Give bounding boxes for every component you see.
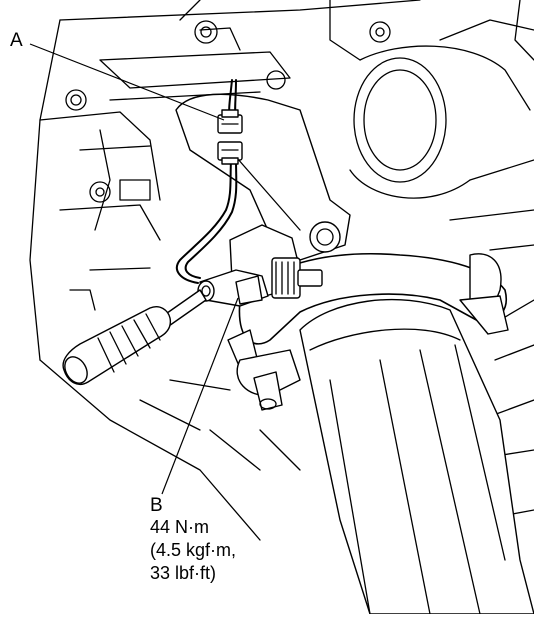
connector-a-upper [217,109,243,134]
wrench-handle [62,306,172,386]
torque-value-lbfft: 33 lbf·ft) [150,563,217,583]
torque-value-kgfm: (4.5 kgf·m, [150,540,237,560]
background-bolt-heads [65,20,391,203]
exhaust-pipe [299,298,534,615]
torque-value-nm: 44 N·m [150,517,210,537]
right-housing [349,0,534,521]
leader-line-a [29,43,225,121]
mounting-bracket [175,93,351,261]
callout-label-b: B [150,495,163,516]
torque-specification: 44 N·m (4.5 kgf·m, 33 lbf·ft) [150,516,236,585]
socket-wrench [197,269,269,307]
leader-line-b [161,297,239,495]
connector-a-lower [217,141,243,165]
engine-block-outline [29,0,421,541]
callout-label-a: A [10,30,23,51]
